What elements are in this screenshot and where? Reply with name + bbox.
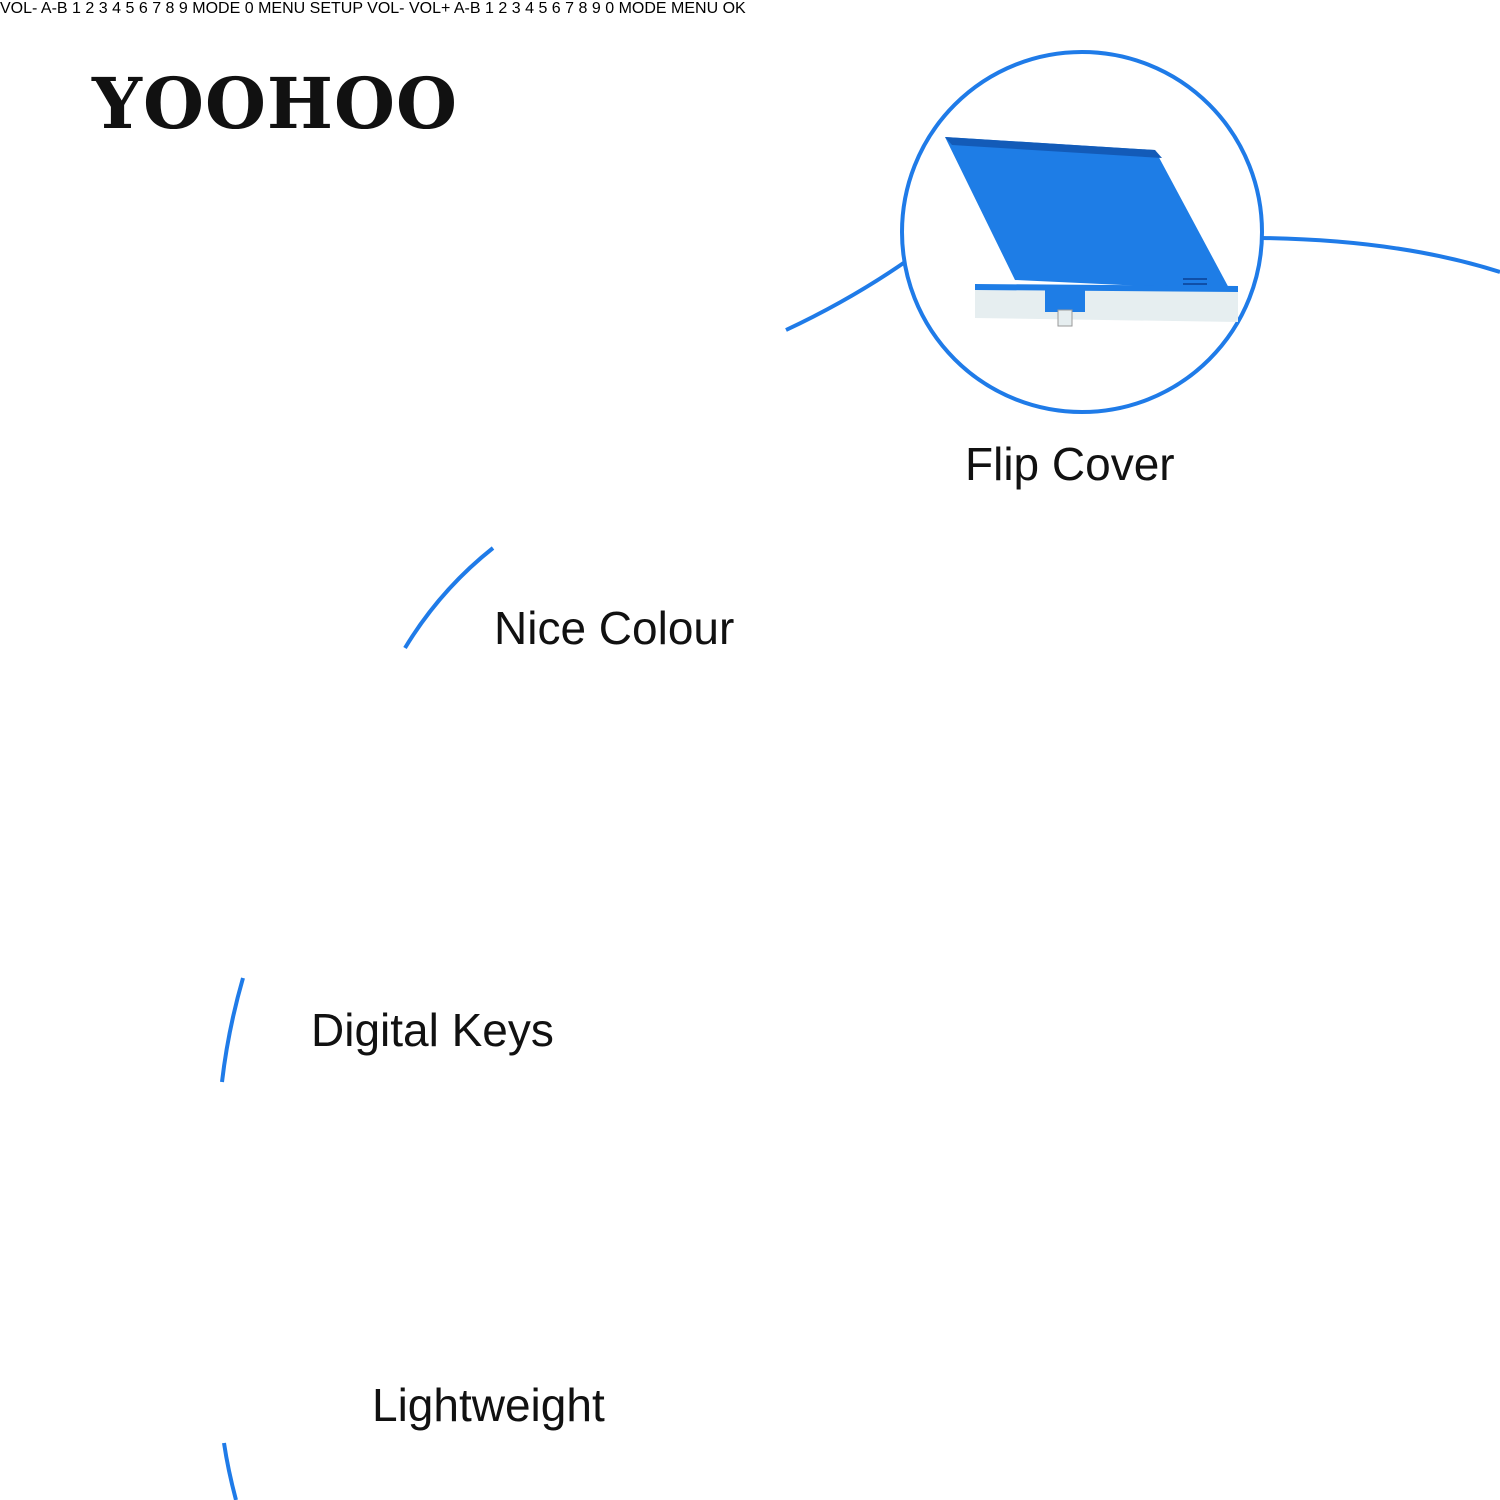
mini-key-7[interactable]: 7 [565, 0, 575, 17]
vol-minus-label: VOL- [0, 0, 38, 17]
speaker-icon [1183, 278, 1207, 285]
key-1[interactable]: 1 [72, 0, 81, 17]
key-5[interactable]: 5 [125, 0, 135, 17]
key-3[interactable]: 3 [98, 0, 108, 17]
feature-label-digital-keys: Digital Keys [311, 1004, 554, 1056]
callout-connector-lines [220, 236, 1500, 1500]
mini-key-2[interactable]: 2 [498, 0, 508, 17]
mini-menu-button[interactable]: MENU [671, 0, 719, 17]
key-6[interactable]: 6 [138, 0, 148, 17]
key-7[interactable]: 7 [152, 0, 162, 17]
digital-keys-callout: VOL- A-B 1 2 3 4 5 6 7 8 9 MODE 0 MENU [0, 0, 310, 17]
keypad: 1 2 3 4 5 6 7 8 9 MODE 0 MENU [72, 0, 310, 17]
feature-label-flip-cover: Flip Cover [965, 438, 1175, 490]
mini-key-3[interactable]: 3 [511, 0, 521, 17]
mini-key-8[interactable]: 8 [578, 0, 588, 17]
mini-key-0[interactable]: 0 [605, 0, 615, 17]
feature-label-lightweight: Lightweight [372, 1379, 605, 1431]
mini-mode-button[interactable]: MODE [618, 0, 667, 17]
control-panel: SETUP VOL- VOL+ A-B 1 2 3 4 5 6 7 [310, 0, 746, 17]
ok-button[interactable]: OK [722, 0, 746, 17]
key-mode[interactable]: MODE [192, 0, 241, 17]
vol-plus-button[interactable]: VOL+ [408, 0, 451, 17]
key-8[interactable]: 8 [165, 0, 175, 17]
mini-key-5[interactable]: 5 [538, 0, 548, 17]
key-4[interactable]: 4 [112, 0, 122, 17]
flip-cover-callout [900, 50, 1264, 414]
mini-key-1[interactable]: 1 [485, 0, 494, 17]
mini-key-9[interactable]: 9 [591, 0, 601, 17]
brand-logo: YOOHOO [92, 62, 459, 145]
ab-repeat-label: A-B [40, 0, 68, 17]
vol-minus-button[interactable]: VOL- [367, 0, 405, 17]
setup-label: SETUP [309, 0, 363, 17]
feature-label-nice-colour: Nice Colour [494, 602, 735, 654]
mini-key-4[interactable]: 4 [525, 0, 534, 17]
key-9[interactable]: 9 [178, 0, 188, 17]
key-menu[interactable]: MENU [258, 0, 306, 17]
key-2[interactable]: 2 [85, 0, 95, 17]
ab-repeat-button[interactable]: A-B [453, 0, 481, 17]
mini-key-6[interactable]: 6 [551, 0, 561, 17]
key-0[interactable]: 0 [244, 0, 254, 17]
portable-dvd-player: SETUP VOL- VOL+ A-B 1 2 3 4 5 6 7 [310, 0, 746, 17]
